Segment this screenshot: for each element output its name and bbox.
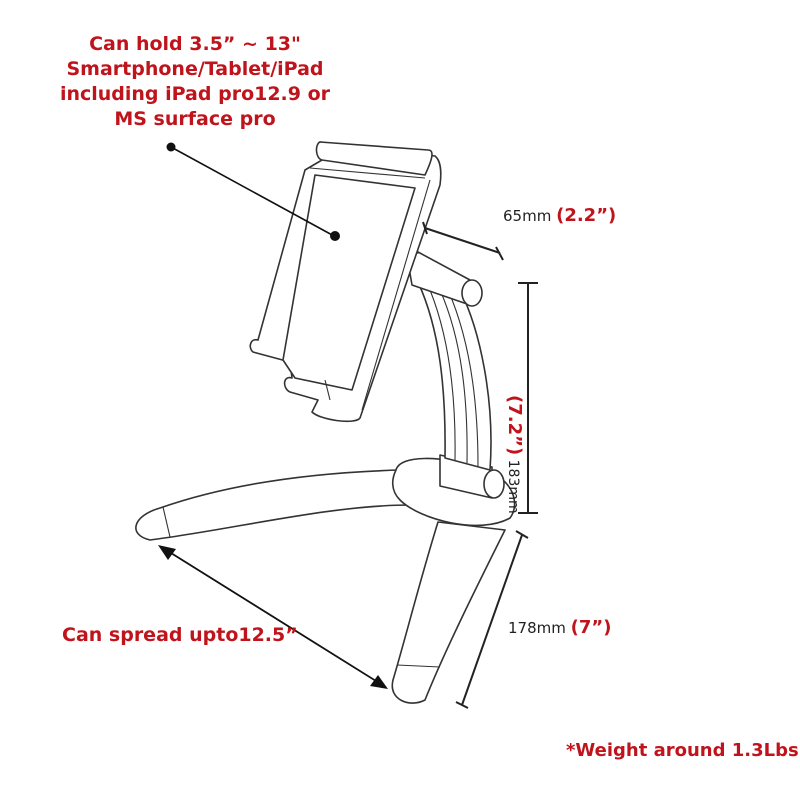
weight-note: *Weight around 1.3Lbs	[566, 740, 799, 761]
dimension-lines	[422, 221, 538, 709]
spread-arrow	[158, 545, 388, 689]
leg-length-imperial: (7”)	[570, 617, 612, 638]
callout-line: Smartphone/Tablet/iPad	[66, 58, 324, 80]
holder-depth-metric: 65mm	[503, 207, 552, 225]
arm-height-label: (7.2”) 183mm	[504, 395, 525, 514]
device-support-callout: Can hold 3.5” ~ 13" Smartphone/Tablet/iP…	[45, 32, 345, 132]
tablet-holder	[249, 141, 442, 423]
holder-depth-imperial: (2.2”)	[556, 205, 617, 226]
base-legs	[135, 457, 516, 704]
curved-arm	[417, 281, 492, 471]
holder-depth-label: 65mm (2.2”)	[503, 205, 616, 226]
leg-length-metric: 178mm	[508, 619, 566, 637]
spread-callout: Can spread upto12.5”	[62, 624, 298, 646]
lower-hinge	[439, 454, 505, 499]
callout-leader	[166, 142, 340, 241]
callout-line: Can hold 3.5” ~ 13"	[89, 33, 301, 55]
arm-height-metric: 183mm	[505, 459, 521, 514]
callout-line: MS surface pro	[114, 108, 276, 130]
upper-hinge	[407, 251, 483, 307]
callout-line: including iPad pro12.9 or	[59, 83, 331, 105]
leg-length-label: 178mm (7”)	[508, 617, 611, 638]
arm-height-imperial: (7.2”)	[504, 395, 525, 456]
